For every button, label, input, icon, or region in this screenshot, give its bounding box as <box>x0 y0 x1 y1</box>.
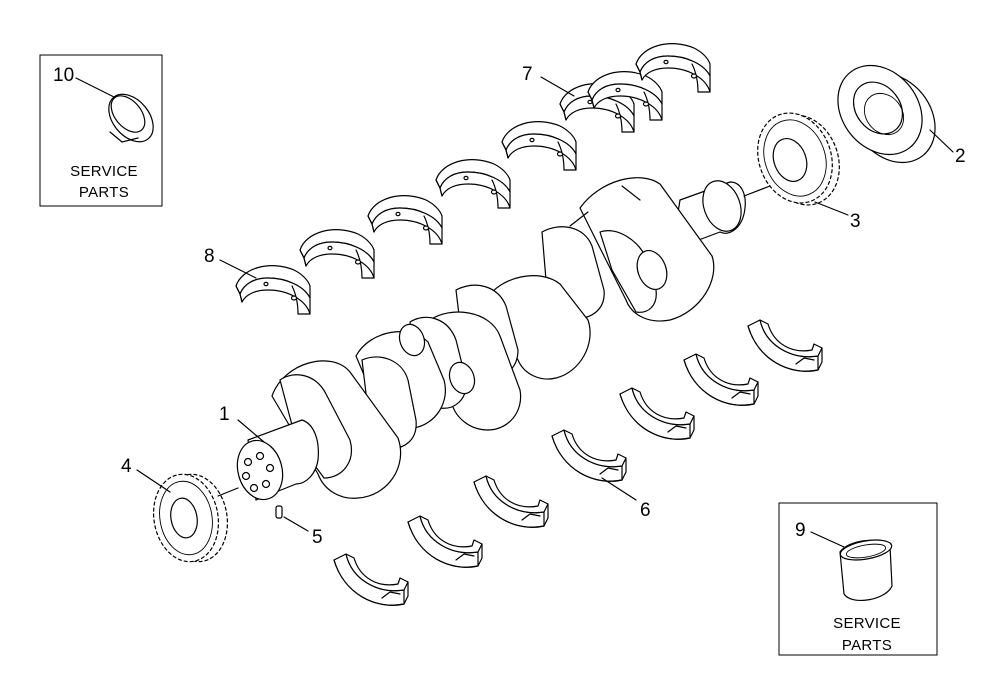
service-box-left: 10 SERVICE PARTS <box>39 54 163 207</box>
seal-ring-part-10 <box>108 93 154 143</box>
crank-gear-part-3 <box>757 112 840 206</box>
callout-9: 9 <box>795 520 806 541</box>
callout-3: 3 <box>850 211 861 232</box>
callout-5: 5 <box>312 527 323 548</box>
callout-6: 6 <box>640 500 651 521</box>
callout-8: 8 <box>204 246 215 267</box>
service-label-right-line2: PARTS <box>842 637 892 654</box>
callout-4: 4 <box>121 456 132 477</box>
callout-7: 7 <box>522 64 533 85</box>
callout-1: 1 <box>219 404 230 425</box>
crank-gear-part-4 <box>152 473 229 563</box>
crankshaft-part-1 <box>217 177 771 501</box>
callout-2: 2 <box>955 146 966 167</box>
service-label-line1: SERVICE <box>70 163 138 180</box>
rear-seal-part-2 <box>837 64 936 164</box>
seal-ring-part-9 <box>839 539 893 601</box>
service-box-right: 9 SERVICE PARTS <box>778 502 938 656</box>
woodruff-key-part-5 <box>275 505 283 519</box>
callout-10: 10 <box>53 65 74 86</box>
service-label-right-line1: SERVICE <box>833 615 901 632</box>
service-label-line2: PARTS <box>79 184 129 201</box>
